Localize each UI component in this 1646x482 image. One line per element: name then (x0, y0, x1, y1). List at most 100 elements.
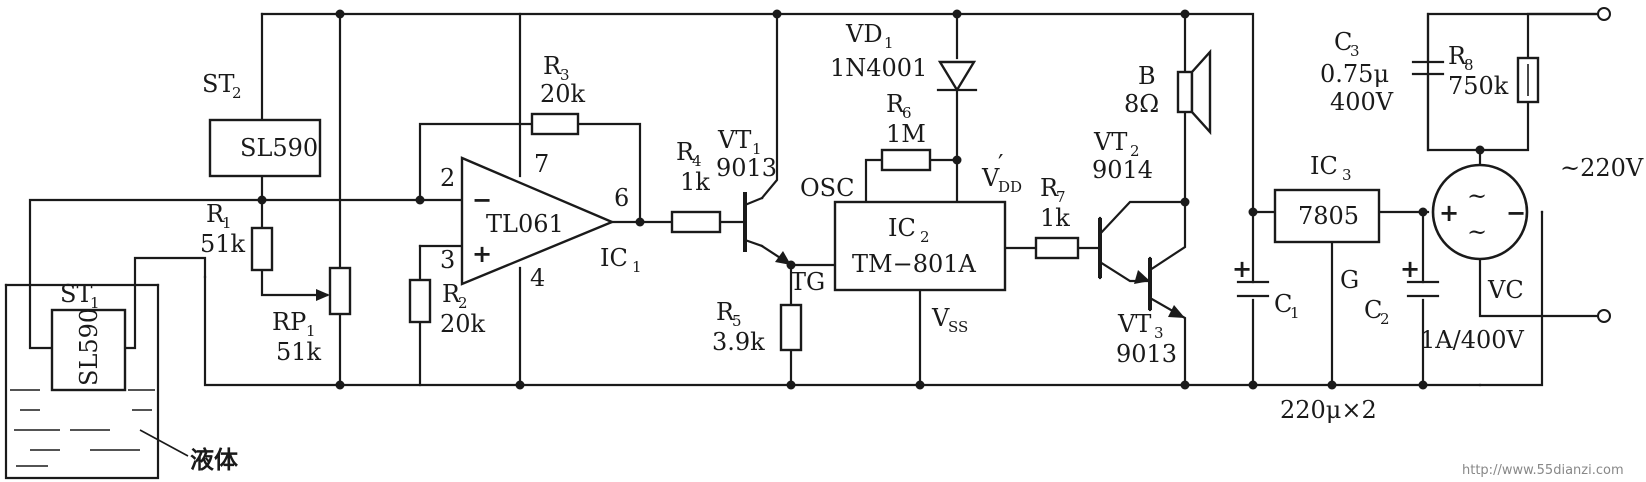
vd1-diode (937, 60, 977, 93)
svg-text:TM−801A: TM−801A (852, 250, 977, 278)
r5-resistor (779, 303, 803, 352)
svg-text:+: + (1232, 255, 1252, 283)
ac-terminals (1526, 7, 1611, 323)
liquid-container (4, 283, 160, 480)
watermark: http://www.55dianzi.com (1462, 463, 1624, 478)
svg-text:TL061: TL061 (486, 210, 564, 238)
svg-text:~: ~ (1467, 182, 1487, 210)
svg-text:IC: IC (1310, 152, 1338, 180)
r6-resistor (880, 148, 932, 172)
svg-text:R: R (676, 138, 695, 166)
svg-text:VC: VC (1487, 276, 1524, 304)
speaker-cone (1190, 48, 1212, 136)
svg-text:1: 1 (752, 140, 762, 158)
svg-text:400V: 400V (1330, 88, 1394, 116)
svg-text:R: R (1040, 174, 1059, 202)
ic3-regulator-box (1273, 188, 1381, 244)
svg-text:6: 6 (902, 104, 912, 122)
svg-text:1: 1 (884, 34, 894, 52)
svg-text:1k: 1k (680, 168, 710, 196)
svg-text:液体: 液体 (190, 446, 239, 474)
r4-resistor (670, 210, 722, 234)
svg-text:+: + (1439, 199, 1459, 227)
rp1-wiper-arrow (316, 289, 330, 301)
svg-text:5: 5 (732, 312, 742, 330)
svg-text:1: 1 (222, 214, 232, 232)
svg-text:51k: 51k (200, 230, 246, 258)
svg-text:3: 3 (560, 66, 570, 84)
svg-text:1: 1 (306, 322, 316, 340)
svg-text:IC: IC (600, 244, 628, 272)
svg-text:3: 3 (1154, 324, 1164, 342)
svg-text:C: C (1274, 290, 1292, 318)
svg-text:9014: 9014 (1092, 156, 1153, 184)
svg-text:1A/400V: 1A/400V (1420, 326, 1524, 354)
svg-text:RP: RP (272, 308, 306, 336)
vt2-emitter-arrow (1134, 270, 1150, 284)
st1-probe-label: SL590 (75, 308, 103, 386)
svg-text:2: 2 (232, 84, 242, 102)
labels: ST 2 ST 1 R 1 51k RP 1 51k R 3 20k 2 3 4… (60, 20, 1644, 474)
svg-text:1k: 1k (1040, 204, 1070, 232)
svg-text:8Ω: 8Ω (1124, 90, 1159, 118)
svg-text:R: R (206, 200, 225, 228)
r1-resistor (250, 226, 274, 272)
svg-text:C: C (1334, 28, 1352, 56)
svg-text:+: + (472, 240, 492, 268)
svg-text:−: − (1506, 199, 1526, 227)
svg-text:1M: 1M (886, 120, 926, 148)
svg-text:220μ×2: 220μ×2 (1280, 396, 1377, 424)
svg-text:B: B (1138, 62, 1156, 90)
svg-text:8: 8 (1464, 56, 1474, 74)
st1-probe-box (50, 308, 127, 392)
svg-text:3: 3 (1350, 42, 1360, 60)
svg-text:′: ′ (998, 150, 1003, 178)
svg-text:R: R (1448, 42, 1467, 70)
svg-text:VT: VT (1093, 128, 1127, 156)
svg-text:4: 4 (692, 152, 702, 170)
svg-text:R: R (543, 52, 562, 80)
junctions (257, 9, 1485, 390)
svg-text:9013: 9013 (1116, 340, 1177, 368)
svg-text:TG: TG (790, 268, 825, 296)
st2-sensor-label: SL590 (240, 134, 318, 162)
svg-text:ST: ST (202, 70, 234, 98)
svg-text:51k: 51k (276, 338, 322, 366)
svg-text:C: C (1364, 296, 1382, 324)
svg-text:R: R (442, 280, 461, 308)
svg-text:DD: DD (998, 178, 1022, 196)
svg-text:1N4001: 1N4001 (830, 54, 927, 82)
svg-text:~220V: ~220V (1560, 154, 1644, 182)
svg-text:6: 6 (614, 184, 629, 212)
svg-text:G: G (1340, 266, 1359, 294)
svg-text:20k: 20k (540, 80, 586, 108)
svg-text:−: − (472, 186, 492, 214)
svg-text:R: R (716, 298, 735, 326)
svg-text:ST: ST (60, 280, 92, 308)
svg-text:2: 2 (920, 228, 930, 246)
ic2-box (833, 200, 1007, 292)
svg-text:0.75μ: 0.75μ (1320, 60, 1389, 88)
svg-text:2: 2 (458, 294, 468, 312)
vt1-emitter-arrow (775, 251, 791, 265)
svg-text:~: ~ (1467, 218, 1487, 246)
svg-text:2: 2 (1380, 310, 1390, 328)
svg-text:1: 1 (90, 294, 100, 312)
svg-text:7: 7 (1056, 188, 1066, 206)
svg-text:VT: VT (717, 126, 751, 154)
r7-resistor (1034, 236, 1080, 260)
r2-resistor (408, 278, 432, 324)
svg-text:IC: IC (888, 214, 916, 242)
svg-text:1: 1 (632, 258, 642, 276)
svg-text:3.9k: 3.9k (712, 328, 765, 356)
svg-text:2: 2 (440, 164, 455, 192)
svg-text:20k: 20k (440, 310, 486, 338)
svg-text:+: + (1400, 255, 1420, 283)
svg-text:VD: VD (845, 20, 883, 48)
st2-sensor-box (208, 118, 322, 178)
svg-text:9013: 9013 (716, 154, 777, 182)
tl061-opamp (460, 156, 616, 286)
svg-text:V: V (981, 164, 1000, 192)
svg-text:SS: SS (948, 318, 968, 336)
